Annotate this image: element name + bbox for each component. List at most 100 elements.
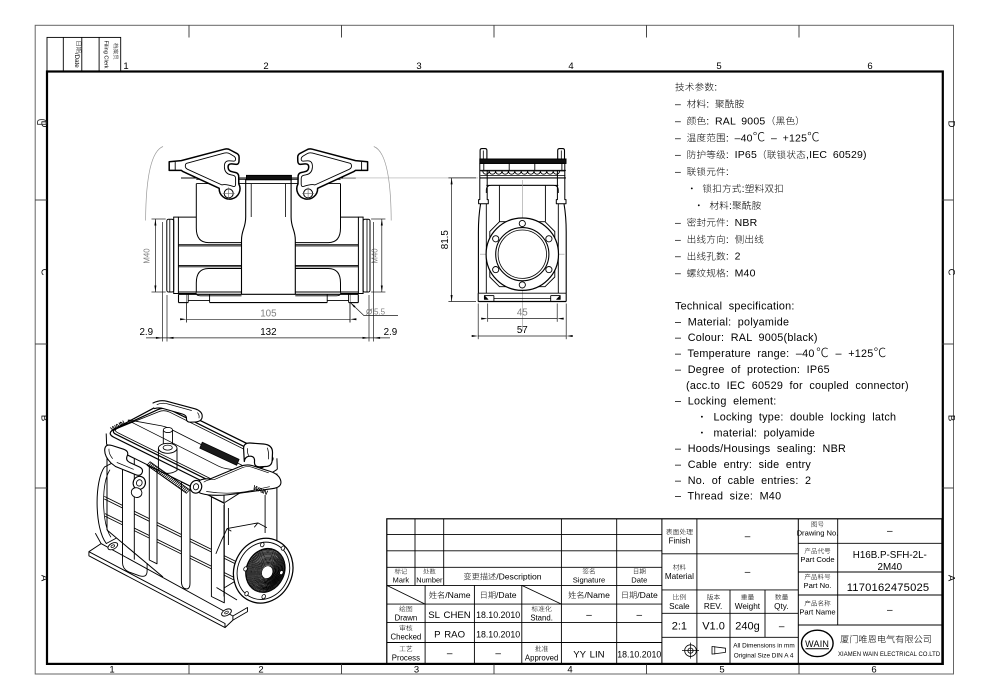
svg-text:–: – xyxy=(887,605,893,616)
svg-text:Mark: Mark xyxy=(393,575,410,584)
svg-text:– Cable entry: side entry: – Cable entry: side entry xyxy=(675,459,811,471)
svg-text:–: – xyxy=(779,622,785,633)
svg-text:–: – xyxy=(675,268,681,280)
svg-text:240g: 240g xyxy=(735,621,759,633)
svg-text:/Date: /Date xyxy=(73,53,80,68)
svg-text:4: 4 xyxy=(568,61,573,72)
svg-text:2: 2 xyxy=(258,665,263,676)
svg-text:–: – xyxy=(675,166,681,178)
svg-text:5.5: 5.5 xyxy=(374,308,386,317)
svg-text:–: – xyxy=(675,132,681,144)
svg-text:V1.0: V1.0 xyxy=(702,621,725,633)
svg-text:Locking type: double locking l: Locking type: double locking latch xyxy=(714,411,897,423)
svg-text:Weight: Weight xyxy=(735,602,761,611)
svg-text:Original Size DIN A 4: Original Size DIN A 4 xyxy=(734,653,794,660)
svg-text:4: 4 xyxy=(567,665,572,676)
svg-text:– +125: – +125 xyxy=(836,348,874,360)
svg-text:1170162475025: 1170162475025 xyxy=(847,582,930,594)
svg-text:–: – xyxy=(586,610,592,621)
svg-text:/Name: /Name xyxy=(585,590,611,600)
svg-text:: 2: : 2 xyxy=(726,251,741,263)
svg-text:Scale: Scale xyxy=(669,602,690,611)
svg-text:6: 6 xyxy=(871,665,876,676)
svg-text:material: polyamide: material: polyamide xyxy=(714,427,816,439)
svg-text::: : xyxy=(726,234,729,246)
svg-text:2: 2 xyxy=(263,61,268,72)
svg-text:Part No.: Part No. xyxy=(804,581,832,590)
svg-text:18.10.2010: 18.10.2010 xyxy=(476,630,520,640)
svg-text:– Material: polyamide: – Material: polyamide xyxy=(675,316,789,328)
svg-text:/Description: /Description xyxy=(496,572,542,582)
svg-text:57: 57 xyxy=(517,325,528,336)
svg-text:45: 45 xyxy=(517,308,528,319)
svg-text:105: 105 xyxy=(260,308,277,319)
svg-text:– Temperature range: –40: – Temperature range: –40 xyxy=(675,348,815,360)
svg-text:5: 5 xyxy=(716,61,721,72)
svg-text:Finish: Finish xyxy=(668,537,690,546)
svg-text:–: – xyxy=(637,610,643,621)
svg-text:3: 3 xyxy=(416,61,421,72)
svg-text:–: – xyxy=(745,567,751,578)
svg-text:(acc.to IEC 60529 for coupled: (acc.to IEC 60529 for coupled connector) xyxy=(686,380,909,392)
svg-text:– Thread size: M40: – Thread size: M40 xyxy=(675,491,781,503)
svg-text:B: B xyxy=(39,415,50,421)
svg-text:6: 6 xyxy=(867,61,872,72)
svg-text::: : xyxy=(706,98,709,110)
svg-text:–: – xyxy=(675,115,681,127)
svg-text:–: – xyxy=(447,649,453,660)
svg-text:: NBR: : NBR xyxy=(726,217,758,229)
svg-text:Approved: Approved xyxy=(525,653,558,662)
svg-text:1: 1 xyxy=(109,665,114,676)
svg-text:/Date: /Date xyxy=(496,590,517,600)
svg-text:81.5: 81.5 xyxy=(440,230,451,250)
svg-text:–: – xyxy=(675,217,681,229)
svg-text:XIAMEN WAIN ELECTRICAL CO.LTD: XIAMEN WAIN ELECTRICAL CO.LTD xyxy=(838,651,941,658)
svg-text:Date: Date xyxy=(631,575,647,584)
svg-text:C: C xyxy=(39,269,50,276)
svg-text:B: B xyxy=(946,415,957,421)
svg-text:–: – xyxy=(675,149,681,161)
svg-text:P RAO: P RAO xyxy=(434,630,465,641)
svg-text:H16B.P-SFH-2L-: H16B.P-SFH-2L- xyxy=(853,550,927,561)
svg-text:132: 132 xyxy=(260,327,276,338)
svg-text:– +125: – +125 xyxy=(771,132,807,144)
svg-text:SL CHEN: SL CHEN xyxy=(428,610,470,621)
svg-text:: M40: : M40 xyxy=(726,268,756,280)
svg-text:–: – xyxy=(745,532,751,543)
svg-text:–: – xyxy=(675,251,681,263)
svg-text:18.10.2010: 18.10.2010 xyxy=(476,610,520,620)
svg-text:M40: M40 xyxy=(143,248,152,264)
svg-text:,IEC 60529): ,IEC 60529) xyxy=(806,149,867,161)
svg-text::: : xyxy=(729,200,732,212)
svg-text:: IP65: : IP65 xyxy=(726,149,757,161)
svg-text:– No. of cable entries: 2: – No. of cable entries: 2 xyxy=(675,475,811,487)
svg-text:3: 3 xyxy=(414,665,419,676)
svg-text:– Colour: RAL 9005(black): – Colour: RAL 9005(black) xyxy=(675,332,818,344)
svg-text:Technical specification:: Technical specification: xyxy=(675,301,795,313)
svg-text:Checked: Checked xyxy=(391,633,422,642)
svg-text:Drawn: Drawn xyxy=(395,614,418,623)
svg-text:2.9: 2.9 xyxy=(139,327,153,338)
svg-text:–: – xyxy=(675,98,681,110)
svg-text:– Hoods/Housings sealing: NBR: – Hoods/Housings sealing: NBR xyxy=(675,443,846,455)
svg-text:: –40: : –40 xyxy=(726,132,753,144)
svg-text:2.9: 2.9 xyxy=(384,327,398,338)
svg-text:–: – xyxy=(495,649,501,660)
svg-text:All Dimensions in mm: All Dimensions in mm xyxy=(733,643,794,650)
svg-text:Part Name: Part Name xyxy=(799,608,835,617)
svg-text:5: 5 xyxy=(719,665,724,676)
svg-text:18.10.2010: 18.10.2010 xyxy=(617,650,661,660)
svg-text:Signature: Signature xyxy=(573,575,606,584)
svg-text:Part Code: Part Code xyxy=(800,555,834,564)
svg-text:WAIN: WAIN xyxy=(805,639,829,649)
svg-text:Drawing No.: Drawing No. xyxy=(797,529,839,538)
svg-text:D: D xyxy=(946,121,957,128)
svg-text:– Locking element:: – Locking element: xyxy=(675,396,777,408)
svg-text:–: – xyxy=(675,234,681,246)
svg-text:A: A xyxy=(39,575,50,582)
svg-text:/Name: /Name xyxy=(445,590,471,600)
svg-text::: : xyxy=(714,82,717,94)
svg-text:Number: Number xyxy=(416,575,443,584)
svg-text:YY LIN: YY LIN xyxy=(573,650,604,661)
svg-text:A: A xyxy=(946,575,957,582)
